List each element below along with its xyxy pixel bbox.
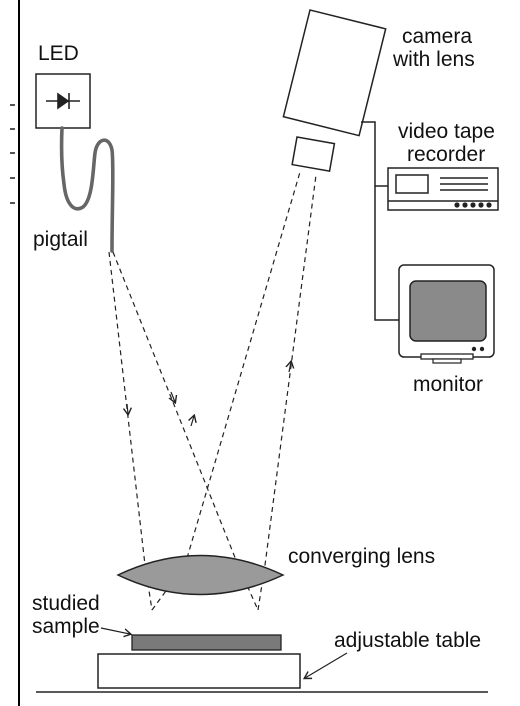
crt-monitor-icon [398,264,495,364]
ray-imaging-b [257,174,317,611]
adjustable-table-pointer [305,652,348,678]
led-source [35,73,91,129]
recorder-label-line2: recorder [407,143,485,166]
led-label: LED [38,42,79,65]
studied-sample [131,634,282,651]
studied-sample-label-line2: sample [32,615,100,638]
studied-sample-pointer [100,627,130,634]
recorder-label-line1: video tape [398,120,495,143]
ray-arrow-down-left [127,403,128,414]
camera-body-icon [282,9,387,173]
ray-arrow-up-right [289,362,291,373]
pigtail-fiber [59,126,115,253]
video-cable-lower [374,186,399,321]
studied-sample-label-line1: studied [32,592,100,615]
ray-illumination-a [108,251,153,611]
ray-arrow-down-right [171,391,175,402]
cropped-text-fragments [10,104,15,204]
monitor-label: monitor [413,373,483,396]
camera-label-line1: camera [402,25,472,48]
ray-arrows [127,362,291,427]
ray-imaging-a [151,171,301,611]
converging-lens [116,554,285,596]
ray-arrow-up-left [191,416,194,427]
video-tape-recorder-icon [387,167,499,211]
camera-lens [291,136,336,173]
camera-body [282,9,387,137]
camera-label-line2: with lens [392,48,475,71]
converging-lens-label: converging lens [288,545,435,568]
pigtail-label: pigtail [33,228,88,251]
adjustable-table [97,653,301,689]
light-rays [108,171,317,611]
diode-symbol-icon [46,92,80,110]
adjustable-table-label: adjustable table [334,629,481,652]
video-cable [361,121,388,187]
